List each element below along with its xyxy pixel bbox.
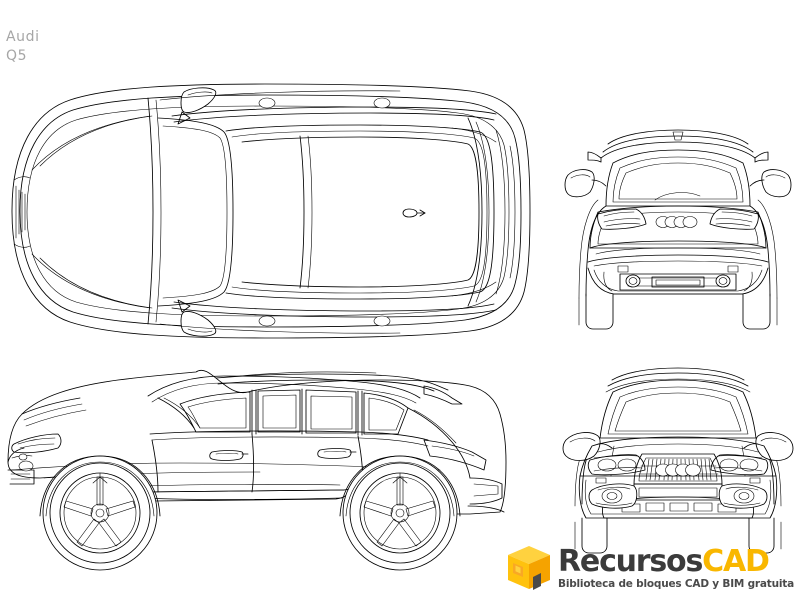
logo-word-primary: Recursos	[558, 543, 703, 579]
title-model: Q5	[6, 48, 28, 64]
title-make: Audi	[6, 29, 40, 45]
view-elevation-side	[8, 370, 506, 571]
watermark-logo[interactable]: RecursosCAD Biblioteca de bloques CAD y …	[506, 544, 794, 592]
front-wheel	[40, 455, 160, 571]
rear-wheel	[340, 455, 460, 571]
view-plan-top	[12, 84, 530, 338]
drawing-title-block: Audi Q5	[6, 28, 40, 66]
logo-tagline: Biblioteca de bloques CAD y BIM gratuita	[558, 577, 794, 590]
view-elevation-rear	[564, 130, 792, 329]
view-elevation-front	[562, 368, 794, 553]
recursoscad-logo-mark	[508, 546, 551, 590]
audi-rings-badge-rear	[655, 216, 698, 228]
logo-wordmark: RecursosCAD	[558, 543, 794, 579]
logo-word-accent: CAD	[702, 543, 770, 579]
audi-rings-badge-front	[655, 463, 701, 477]
recursoscad-logo-text: RecursosCAD Biblioteca de bloques CAD y …	[558, 543, 794, 590]
